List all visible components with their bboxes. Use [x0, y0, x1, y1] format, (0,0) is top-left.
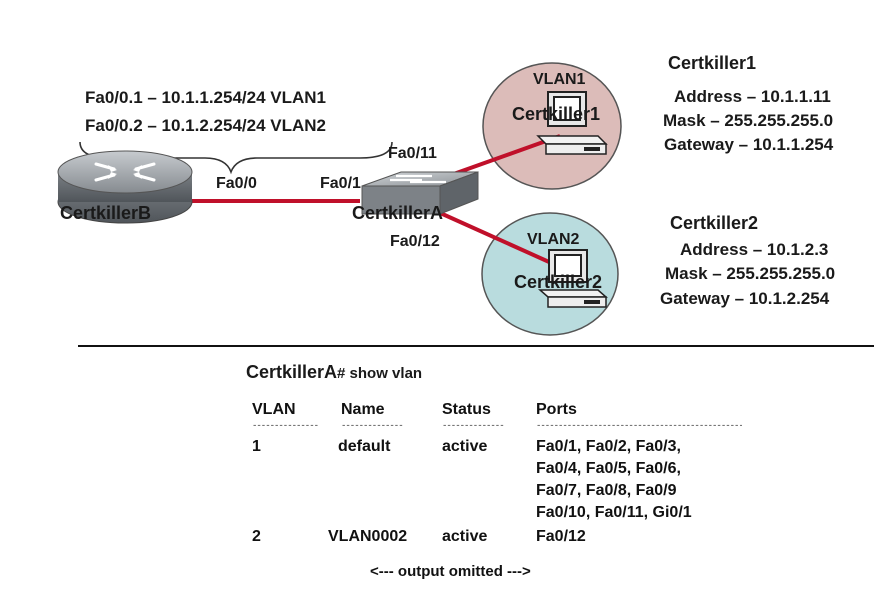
cli-command: # show vlan: [337, 365, 423, 382]
row1-name: default: [338, 438, 391, 455]
host1-name-label: Certkiller1: [512, 104, 601, 124]
pc-icon: [538, 249, 608, 308]
row1-ports-line: Fa0/4, Fa0/5, Fa0/6,: [536, 460, 681, 477]
row2-status: active: [442, 528, 488, 545]
header-underline: ----------------------------------------…: [536, 421, 742, 431]
switch-port-host1-label: Fa0/11: [388, 145, 437, 162]
host2-gateway: Gateway – 10.1.2.254: [660, 289, 830, 308]
router-icon: [57, 150, 193, 224]
host1-title: Certkiller1: [668, 53, 757, 73]
row1-ports-line: Fa0/1, Fa0/2, Fa0/3,: [536, 438, 681, 455]
row2-vlan: 2: [252, 528, 261, 545]
header-ports: Ports: [536, 401, 577, 418]
header-underline: --------------------: [442, 421, 504, 431]
switch-port-host2-label: Fa0/12: [390, 233, 440, 250]
host2-address: Address – 10.1.2.3: [680, 240, 829, 259]
cli-command-line: CertkillerA# show vlan: [246, 362, 422, 383]
row1-ports-line: Fa0/10, Fa0/11, Gi0/1: [536, 504, 692, 521]
host1-mask: Mask – 255.255.255.0: [663, 111, 834, 130]
topology-drawing: [57, 62, 622, 336]
vlan1-label: VLAN1: [533, 71, 586, 88]
subinterface-2-label: Fa0/0.2 – 10.1.2.254/24 VLAN2: [85, 116, 326, 135]
row2-name: VLAN0002: [328, 528, 408, 545]
pc-icon: [536, 91, 608, 155]
host1-gateway: Gateway – 10.1.1.254: [664, 135, 834, 154]
row1-status: active: [442, 438, 488, 455]
section-divider: [78, 345, 874, 347]
row1-vlan: 1: [252, 438, 261, 455]
host2-title: Certkiller2: [670, 213, 759, 233]
subinterface-1-label: Fa0/0.1 – 10.1.1.254/24 VLAN1: [85, 88, 326, 107]
output-omitted-note: <--- output omitted --->: [370, 563, 531, 580]
switch-icon: [361, 171, 479, 215]
vlan2-label: VLAN2: [527, 231, 580, 248]
host2-mask: Mask – 255.255.255.0: [665, 264, 836, 283]
header-underline: --------------------: [341, 421, 403, 431]
link-switch-host2: [437, 210, 559, 268]
header-name: Name: [341, 401, 385, 418]
router-name-label: CertkillerB: [60, 203, 152, 223]
row2-ports-line: Fa0/12: [536, 528, 586, 545]
host1-address: Address – 10.1.1.11: [674, 87, 831, 106]
cli-prompt: CertkillerA: [246, 362, 338, 382]
host2-name-label: Certkiller2: [514, 272, 603, 292]
header-status: Status: [442, 401, 491, 418]
switch-port-router-label: Fa0/1: [320, 175, 361, 192]
switch-name-label: CertkillerA: [352, 203, 444, 223]
header-vlan: VLAN: [252, 401, 296, 418]
header-underline: --------------------: [252, 421, 318, 431]
router-port-label: Fa0/0: [216, 175, 257, 192]
row1-ports-line: Fa0/7, Fa0/8, Fa0/9: [536, 482, 677, 499]
